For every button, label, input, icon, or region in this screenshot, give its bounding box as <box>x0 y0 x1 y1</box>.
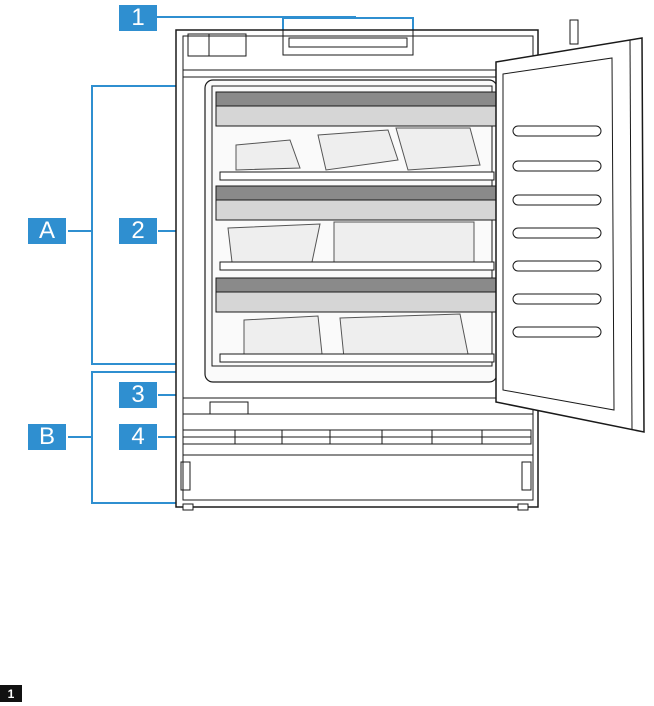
leader-1-bracket <box>283 18 413 30</box>
callout-2: 2 <box>119 218 157 244</box>
callout-a: A <box>28 218 66 244</box>
drawer-3 <box>216 278 496 362</box>
callout-4: 4 <box>119 424 157 450</box>
callout-1: 1 <box>119 5 157 31</box>
figure-marker: 1 <box>0 685 22 702</box>
callout-b: B <box>28 424 66 450</box>
callout-3: 3 <box>119 382 157 408</box>
open-door <box>496 20 644 432</box>
drawer-2 <box>216 186 496 270</box>
